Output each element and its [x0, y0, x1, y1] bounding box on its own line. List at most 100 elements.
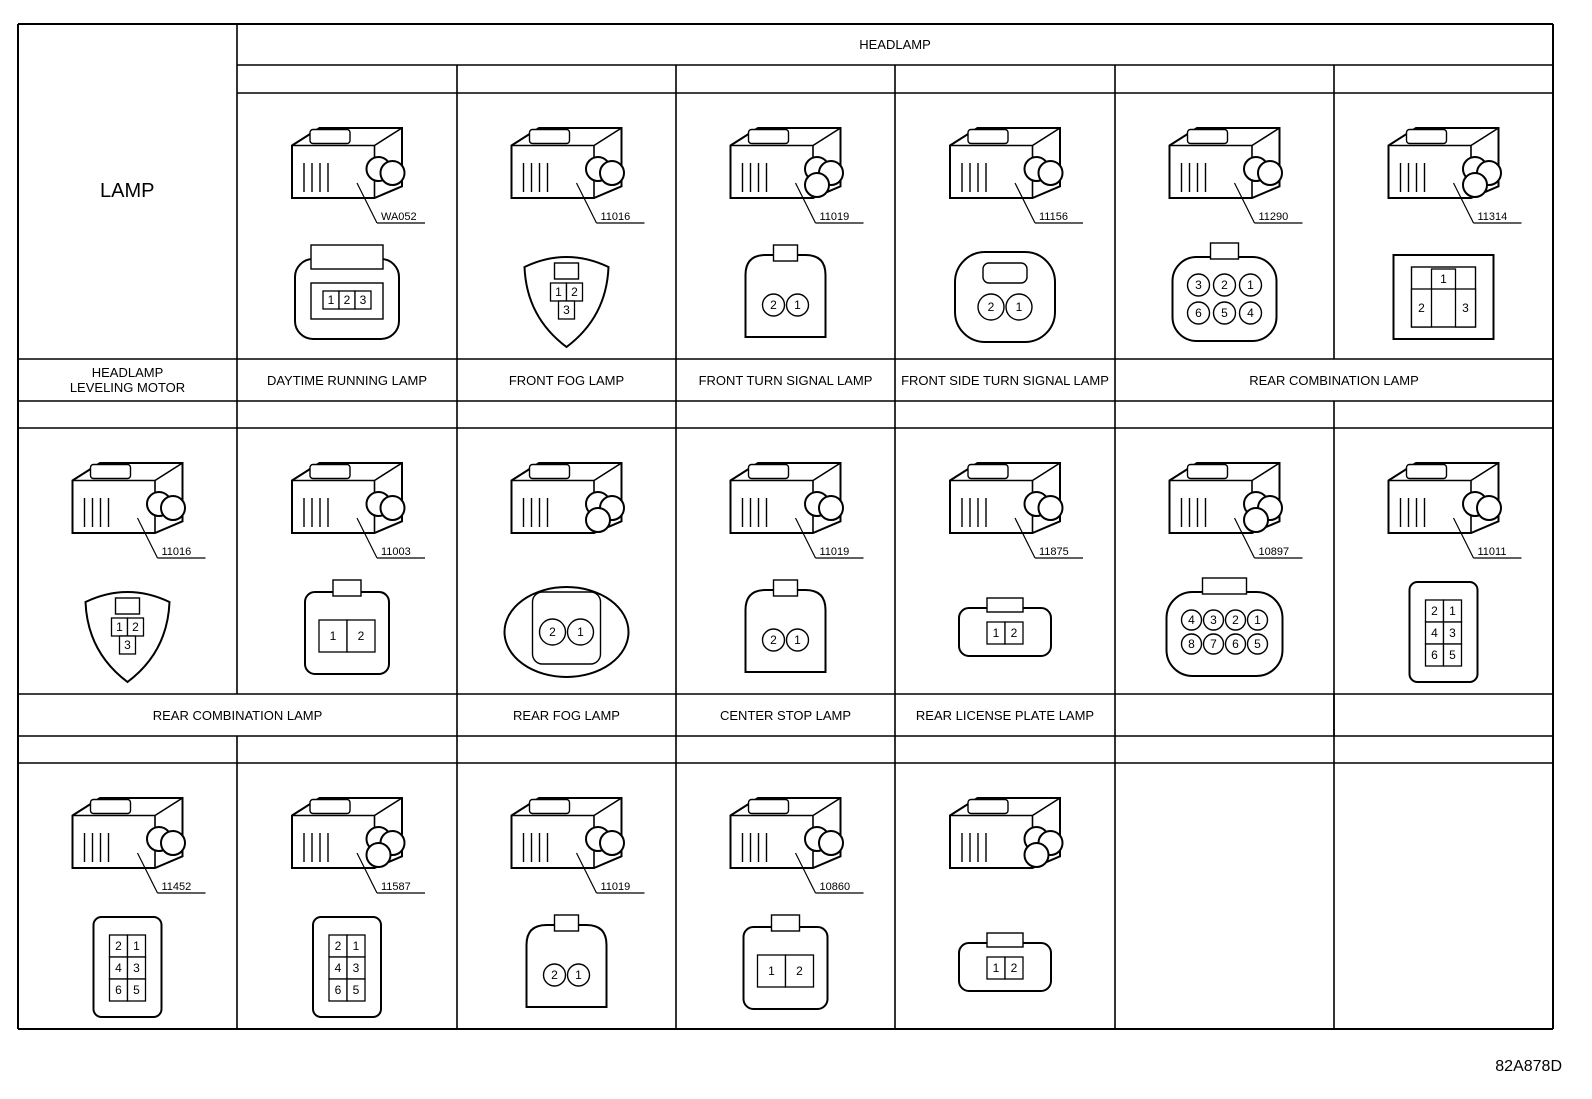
callout-code: 11156: [1039, 211, 1068, 223]
callout-code: 11875: [1039, 546, 1069, 558]
pin-number: 8: [1188, 637, 1195, 651]
pin-number: 4: [1188, 613, 1195, 627]
connector-barrel: [1243, 507, 1269, 533]
pin-number: 1: [133, 939, 140, 953]
pin-cell: [118, 635, 137, 655]
connector-barrel: [804, 172, 830, 198]
connector-latch: [747, 463, 790, 480]
callout-leader: [1452, 517, 1475, 559]
connector-barrel: [160, 830, 186, 856]
connector-latch: [528, 128, 571, 145]
category-label: REAR COMBINATION LAMP: [1249, 372, 1419, 388]
part-number: [457, 736, 676, 763]
pin-number: 3: [133, 961, 140, 975]
pin-number: 3: [1462, 301, 1469, 315]
part-number: [457, 401, 676, 428]
pin-cell: [318, 619, 348, 653]
part-number: [1115, 401, 1334, 428]
callout-leader: [356, 182, 378, 224]
callout-code: 10897: [1259, 546, 1290, 558]
pin-cell: [784, 954, 815, 988]
pin-number: 1: [1247, 278, 1254, 292]
part-number: [18, 401, 237, 428]
callout-code: 10860: [820, 881, 851, 893]
part-number: [237, 65, 457, 93]
pin-cavity: [1224, 609, 1247, 631]
connector-barrel: [160, 495, 186, 521]
pin-number: 2: [571, 285, 578, 299]
pin-number: 1: [1254, 613, 1261, 627]
pin-number: 3: [124, 638, 131, 652]
pin-number: 6: [335, 983, 342, 997]
callout-leader: [356, 517, 378, 559]
connector-latch: [1186, 463, 1229, 480]
connector-barrel: [599, 160, 625, 186]
connector-barrel: [379, 495, 406, 521]
part-number: [1334, 401, 1553, 428]
pin-number: 3: [360, 293, 367, 307]
pin-number: 1: [328, 293, 335, 307]
pin-number: 5: [133, 983, 140, 997]
connector-latch: [1405, 128, 1448, 145]
part-number: [457, 65, 676, 93]
pin-cavity: [977, 293, 1005, 321]
connector-latch: [967, 798, 1009, 815]
pin-number: 2: [1011, 626, 1018, 640]
face-well: [531, 591, 602, 665]
callout-leader: [575, 182, 598, 224]
callout-code: 11011: [1478, 546, 1507, 558]
callout-code: 11019: [601, 881, 631, 893]
connector-barrel: [585, 507, 611, 533]
callout-leader: [794, 517, 817, 559]
connector-latch: [89, 463, 132, 480]
pin-cavity: [566, 963, 591, 987]
pin-number: 2: [770, 633, 777, 647]
callout-leader: [1233, 517, 1256, 559]
pin-cavity: [1212, 273, 1237, 297]
callout-leader: [1233, 182, 1256, 224]
pin-number: 2: [1221, 278, 1228, 292]
callout-code: 11290: [1259, 211, 1289, 223]
pin-number: 1: [1440, 272, 1447, 286]
pin-cavity: [761, 628, 786, 652]
pin-cavity: [1180, 609, 1203, 631]
pin-cell: [1004, 621, 1024, 645]
pin-cell: [126, 978, 147, 1002]
pin-cavity: [1202, 609, 1225, 631]
pin-cavity: [566, 618, 595, 646]
pin-number: 2: [344, 293, 351, 307]
pin-number: 2: [1011, 961, 1018, 975]
pin-cavity: [538, 618, 567, 646]
pin-cavity: [761, 293, 786, 317]
pin-number: 1: [577, 625, 584, 639]
category-label: REAR COMBINATION LAMP: [152, 707, 323, 723]
category-label: CENTER STOP LAMP: [720, 707, 851, 723]
connector-barrel: [599, 830, 625, 856]
figure-id: 82A878D: [1495, 1058, 1562, 1075]
pin-number: 3: [353, 961, 360, 975]
connector-barrel: [1023, 842, 1050, 868]
connector-latch: [1405, 463, 1448, 480]
pin-cavity: [1005, 293, 1033, 321]
pin-number: 6: [1232, 637, 1239, 651]
callout-leader: [136, 517, 159, 559]
face-latch: [1209, 242, 1240, 260]
category-label: REAR FOG LAMP: [513, 707, 620, 723]
pin-cavity: [785, 293, 810, 317]
pin-number: 2: [335, 939, 342, 953]
connector-latch: [528, 798, 571, 815]
pin-number: 2: [1418, 301, 1425, 315]
connector-barrel: [1462, 172, 1488, 198]
pin-number: 1: [993, 626, 1000, 640]
part-number: [18, 736, 237, 763]
connector-latch: [747, 798, 790, 815]
face-latch: [986, 597, 1024, 613]
pin-cell: [1430, 268, 1457, 290]
pin-number: 3: [1195, 278, 1202, 292]
category-label: FRONT SIDE TURN SIGNAL LAMP: [901, 372, 1109, 388]
